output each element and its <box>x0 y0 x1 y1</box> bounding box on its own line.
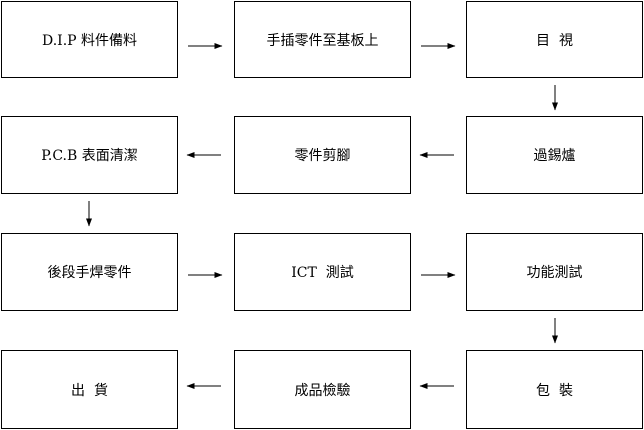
step-wave-solder: 過錫爐 <box>466 116 643 194</box>
step-manual-insertion: 手插零件至基板上 <box>234 1 411 78</box>
step-function-test: 功能測試 <box>466 233 643 311</box>
step-final-inspection: 成品檢驗 <box>234 350 411 429</box>
step-dip-material-prep: D.I.P 料件備料 <box>1 1 178 78</box>
step-visual-inspection: 目 視 <box>466 1 643 78</box>
step-lead-trimming: 零件剪腳 <box>234 116 411 194</box>
step-shipping: 出 貨 <box>1 350 178 429</box>
step-packing: 包 裝 <box>466 350 643 429</box>
step-post-hand-soldering: 後段手焊零件 <box>1 233 178 311</box>
step-ict-test: ICT 測試 <box>234 233 411 311</box>
step-pcb-cleaning: P.C.B 表面清潔 <box>1 116 178 194</box>
